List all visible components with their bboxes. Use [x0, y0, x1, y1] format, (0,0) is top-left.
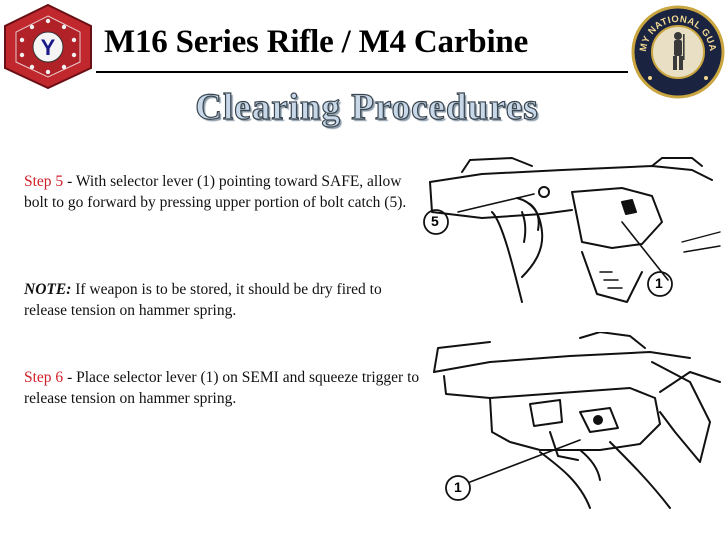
step-6-paragraph: Step 6 - Place selector lever (1) on SEM… [24, 367, 424, 409]
note-label: NOTE: [24, 281, 72, 298]
patch-letter: Y [41, 35, 56, 60]
note-text: If weapon is to be stored, it should be … [24, 281, 382, 319]
division-patch-icon: Y [4, 3, 92, 90]
callout-5: 5 [431, 213, 439, 229]
trigger-squeeze-illustration: 1 [430, 331, 725, 512]
step-6-text: - Place selector lever (1) on SEMI and s… [24, 369, 420, 407]
page-title: M16 Series Rifle / M4 Carbine [104, 24, 529, 60]
bolt-catch-illustration: 5 1 [422, 152, 722, 304]
division-patch-logo: Y [2, 2, 94, 90]
step-5-label: Step 5 [24, 173, 64, 190]
army-national-guard-logo: ARMY NATIONAL GUARD [626, 0, 726, 100]
step-5-paragraph: Step 5 - With selector lever (1) pointin… [24, 171, 424, 213]
note-paragraph: NOTE: If weapon is to be stored, it shou… [24, 279, 424, 321]
callout-1-fig1: 1 [655, 275, 663, 291]
title-underline [96, 71, 628, 73]
page-subtitle: Clearing Procedures [195, 86, 539, 128]
army-national-guard-seal-icon: ARMY NATIONAL GUARD [626, 0, 725, 99]
step-6-label: Step 6 [24, 369, 64, 386]
step-5-text: - With selector lever (1) pointing towar… [24, 173, 407, 211]
callout-1-fig2: 1 [454, 479, 462, 495]
